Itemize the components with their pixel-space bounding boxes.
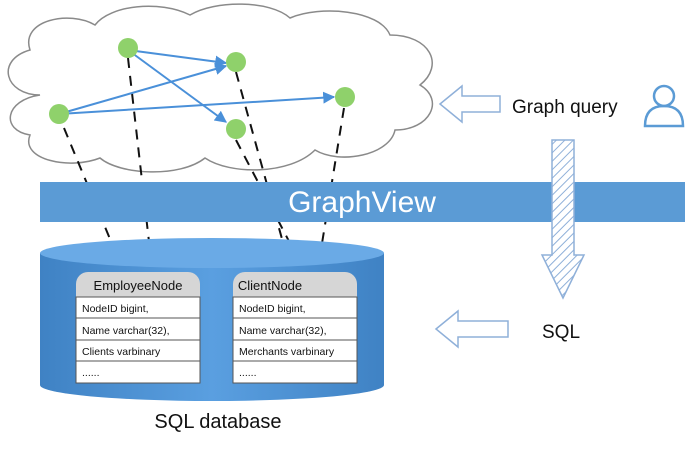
graph-edge bbox=[58, 63, 228, 115]
table-row: ...... bbox=[239, 367, 257, 379]
user-icon bbox=[643, 84, 685, 128]
table-name: EmployeeNode bbox=[94, 278, 183, 293]
table-row: Name varchar(32), bbox=[239, 325, 327, 337]
graphview-banner-label: GraphView bbox=[288, 186, 436, 219]
graph-node-icon bbox=[335, 87, 355, 107]
employee-node-table: EmployeeNode NodeID bigint, Name varchar… bbox=[75, 272, 201, 384]
sql-database-label: SQL database bbox=[154, 411, 281, 433]
connector-line bbox=[235, 71, 291, 269]
table-row: Merchants varbinary bbox=[239, 346, 335, 358]
table-row: NodeID bigint, bbox=[82, 303, 149, 315]
graph-node-icon bbox=[226, 119, 246, 139]
graph-node-icon bbox=[49, 104, 69, 124]
hatched-down-arrow bbox=[540, 139, 586, 300]
table-name: ClientNode bbox=[238, 278, 302, 293]
graph-node-icon bbox=[118, 38, 138, 58]
graph-nodes bbox=[49, 38, 355, 139]
graph-edge bbox=[127, 49, 228, 68]
graph-cloud bbox=[7, 3, 433, 173]
sql-arrow bbox=[434, 309, 509, 349]
graph-query-label: Graph query bbox=[512, 97, 618, 118]
graph-node-icon bbox=[226, 52, 246, 72]
table-row: Clients varbinary bbox=[82, 346, 161, 358]
sql-label: SQL bbox=[542, 322, 580, 343]
graph-edges bbox=[58, 49, 336, 123]
table-row: Name varchar(32), bbox=[82, 325, 170, 337]
table-row: ...... bbox=[82, 367, 100, 379]
graphview-banner: GraphView bbox=[40, 182, 685, 222]
graph-edge bbox=[58, 91, 336, 115]
table-row: NodeID bigint, bbox=[239, 303, 306, 315]
graph-edge bbox=[127, 49, 227, 123]
client-node-table: ClientNode NodeID bigint, Name varchar(3… bbox=[232, 272, 358, 384]
graph-query-arrow bbox=[438, 84, 501, 124]
